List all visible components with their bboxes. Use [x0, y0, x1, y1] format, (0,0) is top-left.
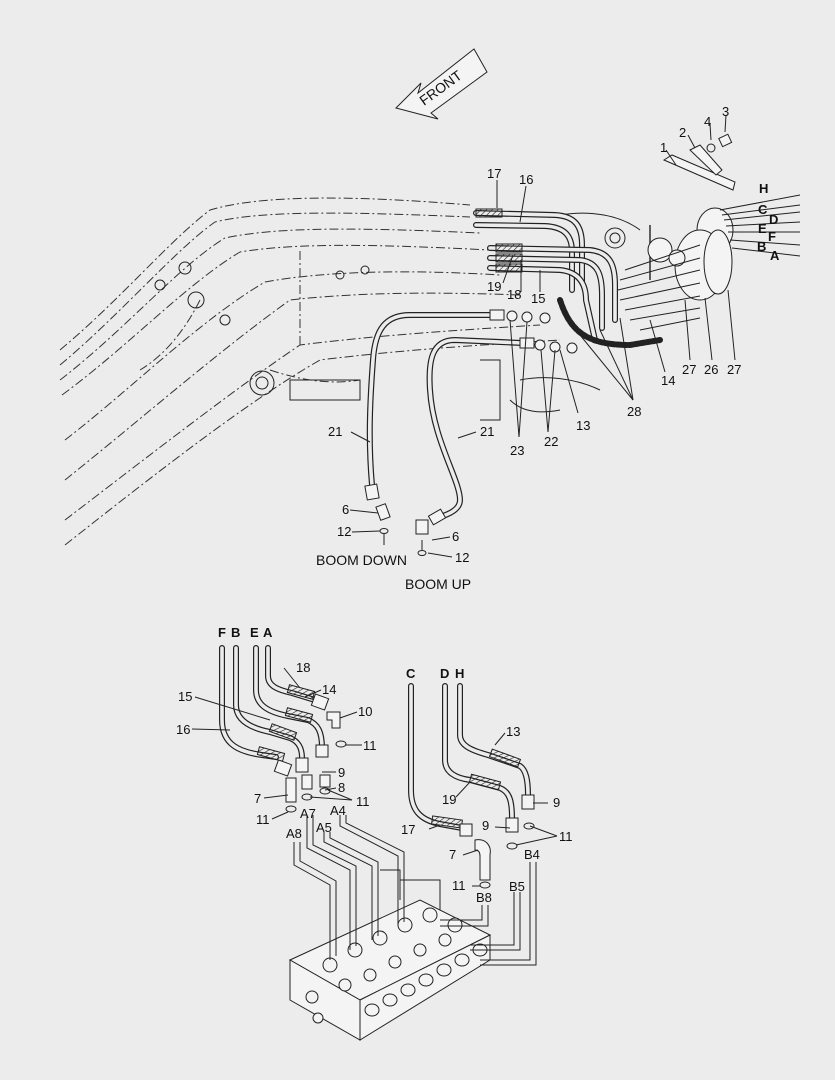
callout-3: 3 [722, 104, 729, 119]
boom-cylinder-hoses [364, 309, 535, 556]
callout-27-a: 27 [682, 362, 696, 377]
callout-15-lower: 15 [178, 689, 192, 704]
callout-13: 13 [576, 418, 590, 433]
callout-28: 28 [627, 404, 641, 419]
callouts-lower: F B E A C D H 18 14 10 15 16 11 9 8 11 7… [176, 625, 573, 905]
upper-hoses [473, 208, 663, 349]
callout-10-lower: 10 [358, 704, 372, 719]
letter-E: E [758, 221, 767, 236]
boom-up-label: BOOM UP [405, 576, 471, 592]
callout-13-lower: 13 [506, 724, 520, 739]
callout-7-lower-a: 7 [254, 791, 261, 806]
callout-2: 2 [679, 125, 686, 140]
callout-16-lower: 16 [176, 722, 190, 737]
callout-18: 18 [507, 287, 521, 302]
letter-B-lower: B [231, 625, 240, 640]
callout-9-lower-a: 9 [338, 765, 345, 780]
callout-1: 1 [660, 140, 667, 155]
callout-27-b: 27 [727, 362, 741, 377]
letter-F-lower: F [218, 625, 226, 640]
lower-right-hoses [408, 683, 535, 889]
callout-6-a: 6 [342, 502, 349, 517]
callout-11-lower-d: 11 [559, 829, 573, 844]
letter-C: C [758, 202, 768, 217]
callout-11-lower-a: 11 [363, 738, 377, 753]
callout-19-lower: 19 [442, 792, 456, 807]
callout-12-a: 12 [337, 524, 351, 539]
boom-outline [59, 197, 641, 546]
callout-19: 19 [487, 279, 501, 294]
boom-down-label: BOOM DOWN [316, 552, 407, 568]
fittings-mid [506, 310, 578, 354]
port-A4: A4 [330, 803, 346, 818]
callout-4: 4 [704, 114, 711, 129]
callout-23: 23 [510, 443, 524, 458]
letter-H-lower: H [455, 666, 464, 681]
callout-11-lower-b: 11 [356, 794, 370, 809]
callout-21-b: 21 [480, 424, 494, 439]
callout-26: 26 [704, 362, 718, 377]
lower-left-hoses [219, 645, 347, 813]
port-A7: A7 [300, 806, 316, 821]
letter-C-lower: C [406, 666, 416, 681]
callout-22: 22 [544, 434, 558, 449]
port-A5: A5 [316, 820, 332, 835]
callout-17-lower: 17 [401, 822, 415, 837]
callout-14-lower: 14 [322, 682, 336, 697]
callout-16: 16 [519, 172, 533, 187]
port-B4: B4 [524, 847, 540, 862]
callout-6-b: 6 [452, 529, 459, 544]
clamp-assembly [617, 133, 801, 331]
callout-14: 14 [661, 373, 675, 388]
callout-15: 15 [531, 291, 545, 306]
callout-8-lower: 8 [338, 780, 345, 795]
letter-D: D [769, 212, 778, 227]
letter-D-lower: D [440, 666, 449, 681]
front-arrow: FRONT [395, 48, 488, 120]
callout-9-lower-c: 9 [482, 818, 489, 833]
callout-9-lower-b: 9 [553, 795, 560, 810]
letter-B: B [757, 239, 766, 254]
letter-A: A [770, 248, 780, 263]
port-A8: A8 [286, 826, 302, 841]
port-B8: B8 [476, 890, 492, 905]
port-B5: B5 [509, 879, 525, 894]
letter-A-lower: A [263, 625, 273, 640]
leader-lines-lower [191, 667, 558, 887]
callouts-upper: 1 2 3 4 17 16 19 18 15 14 27 26 27 28 13… [316, 104, 780, 592]
callout-18-lower: 18 [296, 660, 310, 675]
callout-17: 17 [487, 166, 501, 181]
letter-E-lower: E [250, 625, 259, 640]
control-valve [288, 899, 492, 1041]
leader-lines-upper [349, 114, 736, 558]
callout-11-lower-e: 11 [452, 878, 466, 893]
callout-12-b: 12 [455, 550, 469, 565]
callout-11-lower-c: 11 [256, 812, 270, 827]
callout-21-a: 21 [328, 424, 342, 439]
letter-F: F [768, 229, 776, 244]
callout-7-lower-b: 7 [449, 847, 456, 862]
port-routing-lines [293, 815, 537, 966]
letter-H: H [759, 181, 768, 196]
pin-circle [249, 370, 275, 396]
